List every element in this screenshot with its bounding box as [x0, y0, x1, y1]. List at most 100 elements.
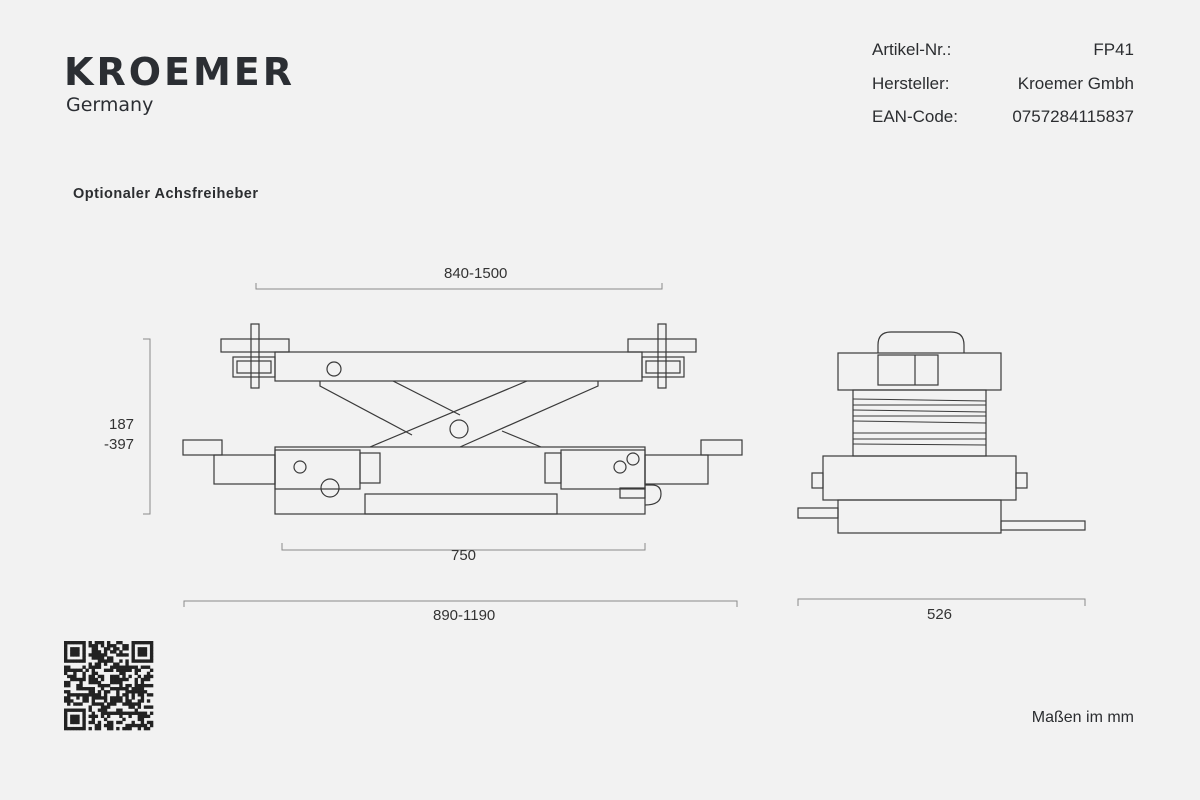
qr-module — [134, 671, 138, 676]
qr-module — [137, 726, 142, 731]
qr-module — [76, 717, 80, 722]
qr-module — [143, 653, 148, 657]
qr-module — [119, 671, 123, 676]
qr-module — [91, 720, 95, 725]
qr-module — [149, 641, 154, 645]
qr-module — [113, 647, 117, 651]
qr-module — [94, 644, 99, 648]
qr-module — [122, 717, 126, 722]
qr-module — [122, 644, 126, 648]
qr-module — [97, 683, 102, 688]
qr-module — [146, 671, 151, 676]
qr-module — [140, 687, 145, 691]
qr-module — [97, 726, 102, 731]
qr-module — [137, 693, 142, 697]
qr-module — [143, 690, 148, 694]
qr-module — [131, 641, 135, 645]
qr-module — [125, 726, 129, 731]
qr-module — [82, 653, 86, 657]
qr-module — [128, 702, 132, 706]
qr-module — [85, 687, 89, 691]
qr-module — [67, 702, 71, 706]
qr-module — [122, 668, 126, 672]
qr-module — [110, 668, 114, 672]
qr-module — [91, 671, 95, 676]
qr-module — [88, 644, 92, 648]
qr-module — [73, 677, 77, 682]
qr-module — [106, 723, 111, 728]
qr-module — [110, 659, 114, 663]
qr-module — [76, 708, 80, 712]
qr-module — [146, 693, 151, 697]
qr-module — [103, 696, 108, 700]
qr-module — [116, 641, 120, 645]
qr-module — [76, 653, 80, 657]
qr-module — [106, 711, 111, 715]
qr-module — [106, 690, 111, 694]
qr-module — [140, 711, 145, 715]
qr-module — [143, 726, 148, 731]
qr-module — [113, 665, 117, 669]
qr-module — [88, 690, 92, 694]
qr-module — [73, 702, 77, 706]
qr-module — [100, 674, 105, 679]
qr-module — [106, 659, 111, 663]
qr-module — [146, 699, 151, 703]
qr-module — [137, 702, 142, 706]
qr-module — [100, 659, 105, 663]
qr-module — [119, 677, 123, 682]
qr-module — [134, 690, 138, 694]
qr-module — [137, 653, 142, 657]
qr-module — [70, 677, 74, 682]
qr-module — [73, 653, 77, 657]
qr-module — [67, 674, 71, 679]
qr-module — [97, 690, 102, 694]
qr-module — [149, 693, 154, 697]
qr-module — [119, 711, 123, 715]
qr-module — [137, 650, 142, 654]
qr-module — [131, 711, 135, 715]
qr-module — [110, 644, 114, 648]
qr-module — [64, 726, 68, 731]
qr-module — [128, 665, 132, 669]
qr-module — [140, 720, 145, 725]
qr-module — [116, 693, 120, 697]
qr-module — [110, 723, 114, 728]
qr-module — [143, 714, 148, 719]
qr-module — [88, 705, 92, 709]
qr-module — [64, 723, 68, 728]
qr-module — [140, 650, 145, 654]
qr-module — [131, 696, 135, 700]
qr-module — [140, 693, 145, 697]
qr-module — [131, 659, 135, 663]
qr-module — [116, 677, 120, 682]
qr-module — [116, 687, 120, 691]
qr-module — [76, 714, 80, 719]
info-label: EAN-Code: — [872, 107, 958, 126]
qr-module — [94, 650, 99, 654]
qr-module — [140, 699, 145, 703]
qr-module — [85, 696, 89, 700]
qr-module — [79, 726, 83, 731]
qr-module — [122, 674, 126, 679]
qr-module — [85, 699, 89, 703]
qr-module — [122, 647, 126, 651]
qr-module — [116, 653, 120, 657]
qr-module — [82, 650, 86, 654]
qr-module — [94, 641, 99, 645]
qr-module — [88, 693, 92, 697]
qr-module — [128, 683, 132, 688]
qr-module — [73, 717, 77, 722]
qr-module — [100, 644, 105, 648]
dim-top-width: 840-1500 — [444, 265, 508, 282]
qr-module — [122, 671, 126, 676]
qr-module — [64, 659, 68, 663]
info-label: Artikel-Nr.: — [872, 40, 952, 59]
qr-module — [97, 702, 102, 706]
qr-module — [125, 683, 129, 688]
qr-module — [110, 650, 114, 654]
qr-module — [119, 687, 123, 691]
qr-module — [67, 683, 71, 688]
qr-module — [64, 683, 68, 688]
qr-module — [103, 699, 108, 703]
